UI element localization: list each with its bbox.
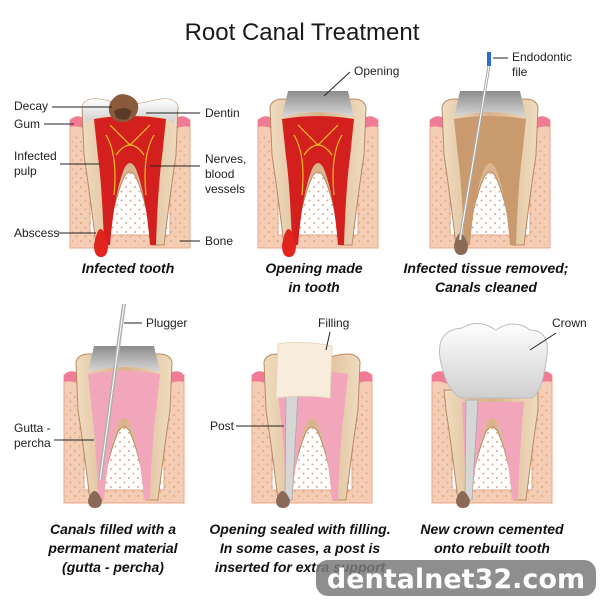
- panel-canals-cleaned: Endodontic file Infected tissue removed;…: [404, 50, 573, 295]
- caption-line: onto rebuilt tooth: [434, 540, 550, 556]
- label-file-1: Endodontic: [512, 50, 572, 64]
- label-file-2: file: [512, 65, 528, 79]
- panel-infected-tooth: Decay Gum Infected pulp Abscess Dentin N…: [14, 94, 246, 276]
- label-post: Post: [210, 419, 235, 433]
- caption-line: Infected tissue removed;: [404, 260, 569, 276]
- watermark: dentalnet32.com: [316, 560, 596, 596]
- leader-opening: [323, 71, 351, 97]
- panel-opening-made: Opening Opening made in tooth: [257, 64, 399, 295]
- apex-seal: [456, 491, 470, 508]
- label-nerves-3: vessels: [205, 182, 245, 196]
- label-opening: Opening: [354, 64, 399, 78]
- plugger-shine: [99, 303, 125, 481]
- label-crown: Crown: [552, 316, 587, 330]
- leader-filling: [325, 331, 331, 351]
- opening: [88, 346, 160, 372]
- caption-line: permanent material: [47, 540, 178, 556]
- opening: [282, 91, 354, 117]
- panel-opening-sealed: Filling Post Opening sealed with filling…: [209, 316, 390, 575]
- nerves: [105, 124, 155, 196]
- post: [464, 399, 479, 501]
- label-plugger: Plugger: [146, 316, 187, 330]
- leader-crown: [529, 332, 557, 351]
- cleaned-canal: [454, 116, 526, 245]
- panel-canals-filled: Plugger Gutta - percha Canals filled wit…: [14, 303, 187, 575]
- nerves: [293, 124, 343, 196]
- label-decay: Decay: [14, 99, 48, 113]
- caption-line: Infected tooth: [82, 260, 175, 276]
- page-title: Root Canal Treatment: [185, 19, 420, 46]
- apex-seal: [88, 491, 102, 508]
- apex-seal: [276, 491, 290, 508]
- caption-line: Canals cleaned: [435, 279, 537, 295]
- label-gum: Gum: [14, 117, 40, 131]
- abscess: [282, 229, 296, 257]
- crown: [438, 323, 548, 399]
- filling: [275, 341, 333, 399]
- label-nerves-1: Nerves,: [205, 152, 246, 166]
- endodontic-file-shine: [459, 65, 490, 241]
- caption-line: Canals filled with a: [50, 521, 176, 537]
- endodontic-file-handle: [487, 52, 491, 66]
- caption-line: Opening sealed with filling.: [209, 521, 390, 537]
- caption-line: In some cases, a post is: [220, 540, 381, 556]
- label-filling: Filling: [318, 316, 349, 330]
- watermark-background: [316, 560, 596, 596]
- label-gutta-2: percha: [14, 436, 51, 450]
- caption-line: Opening made: [265, 260, 362, 276]
- opening: [454, 91, 526, 117]
- label-gutta-1: Gutta -: [14, 421, 51, 435]
- watermark-text: dentalnet32.com: [327, 564, 585, 595]
- caption-line: New crown cemented: [420, 521, 564, 537]
- label-nerves-2: blood: [205, 167, 234, 181]
- label-abscess: Abscess: [14, 226, 59, 240]
- abscess-remnant: [454, 233, 468, 255]
- gutta-percha-fill: [88, 371, 160, 500]
- label-infected-pulp-2: pulp: [14, 164, 37, 178]
- decay-hole: [114, 108, 132, 120]
- panel-new-crown: Crown New crown cemented onto rebuilt to…: [420, 316, 586, 556]
- label-infected-pulp-1: Infected: [14, 149, 57, 163]
- caption-line: in tooth: [288, 279, 339, 295]
- label-bone: Bone: [205, 234, 233, 248]
- label-dentin: Dentin: [205, 106, 240, 120]
- gutta-percha-fill: [462, 402, 524, 500]
- caption-line: (gutta - percha): [62, 559, 164, 575]
- abscess: [94, 229, 108, 257]
